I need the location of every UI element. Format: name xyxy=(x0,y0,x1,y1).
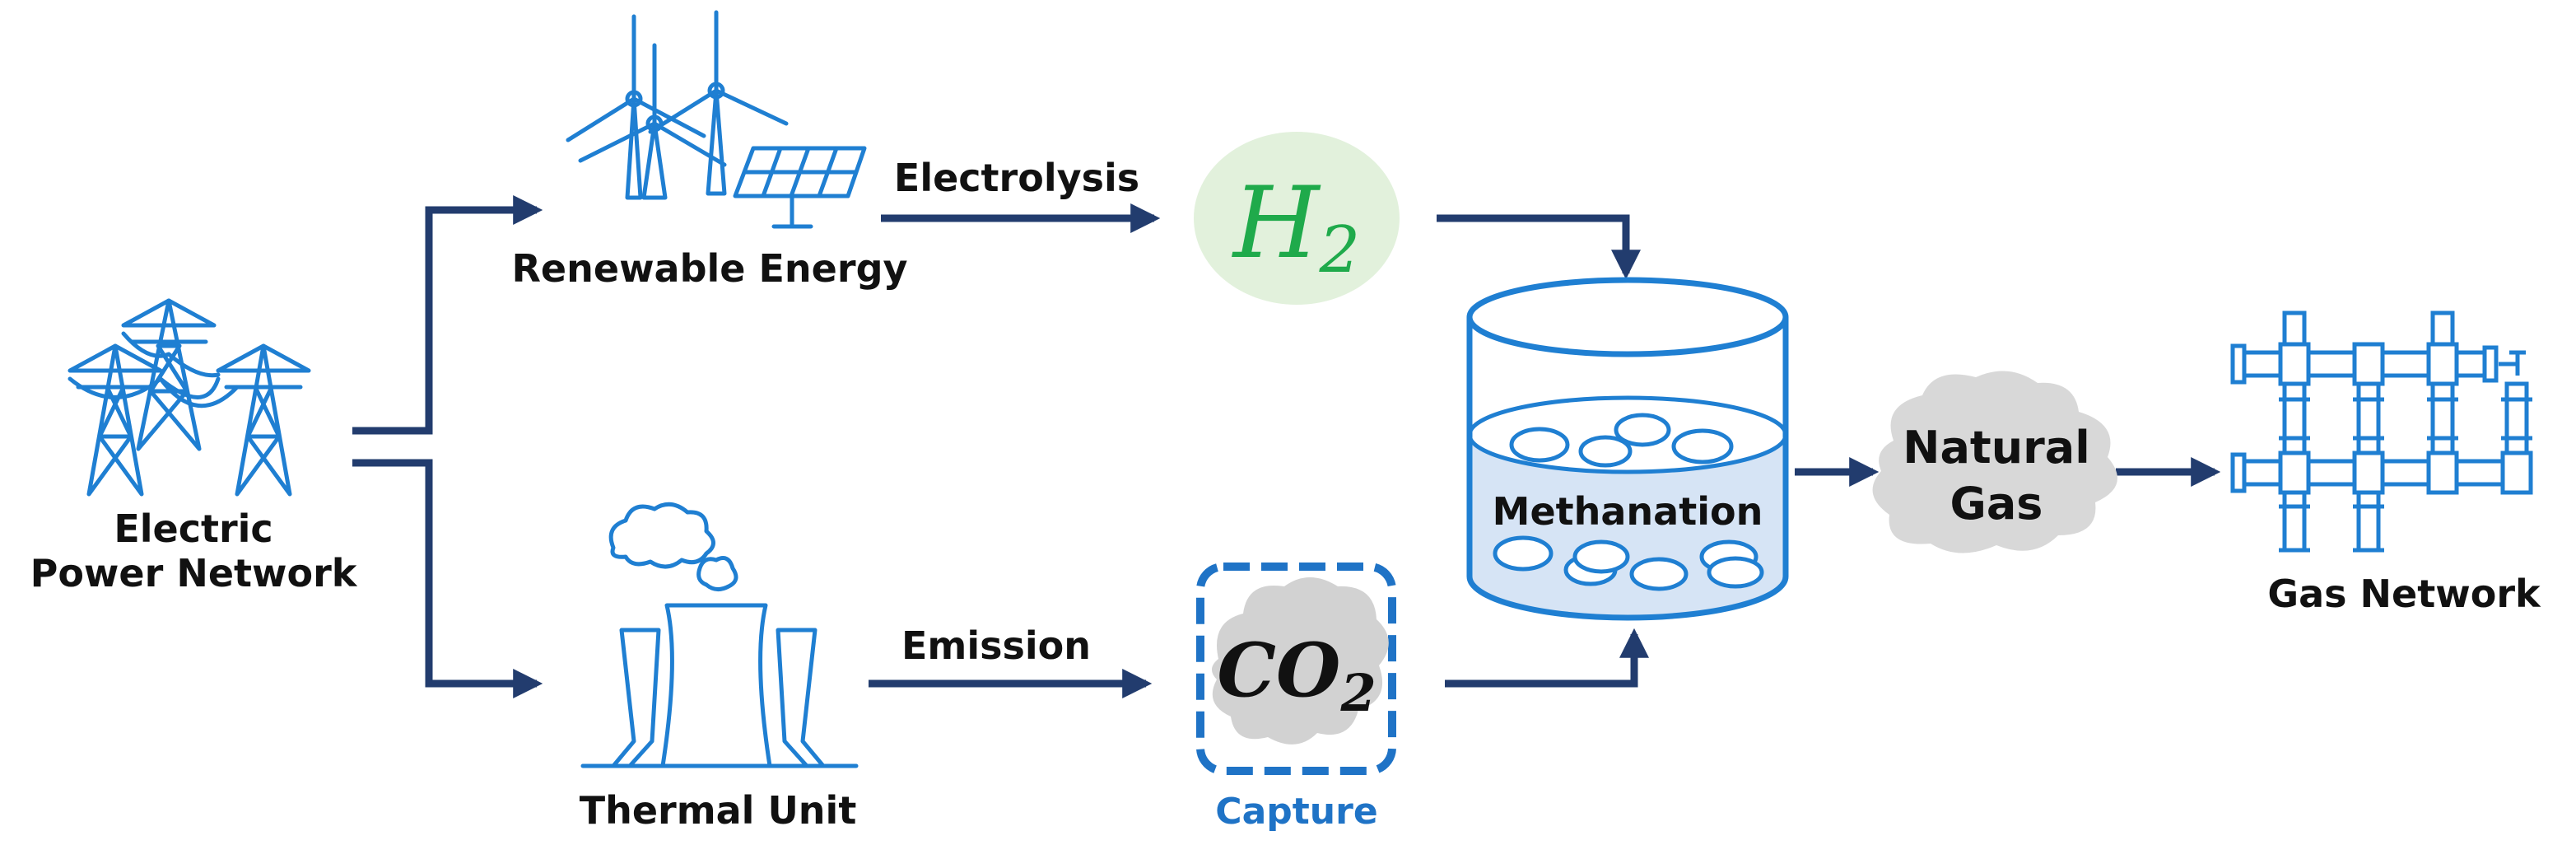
cooling-tower-icon xyxy=(580,502,859,768)
arrow-co2-to-methanation xyxy=(1445,628,1649,688)
natural-gas-label-line2: Gas xyxy=(1950,478,2043,530)
arrow-to-thermal xyxy=(352,459,543,698)
transmission-tower-icon xyxy=(68,298,311,497)
h2-bubble xyxy=(1194,132,1400,305)
electrolysis-label: Electrolysis xyxy=(894,156,1139,200)
methanation-label: Methanation xyxy=(1493,489,1763,534)
arrow-h2-to-methanation xyxy=(1437,214,1641,280)
arrow-to-renewable xyxy=(352,195,543,435)
electric-label-line2: Power Network xyxy=(30,551,358,595)
reactor-tank-icon xyxy=(1466,277,1789,621)
thermal-label: Thermal Unit xyxy=(580,788,857,833)
gas-network-label: Gas Network xyxy=(2267,572,2541,616)
natural-gas-cloud xyxy=(1872,371,2117,553)
wind-solar-icon xyxy=(566,10,867,229)
h2-formula: H2 xyxy=(1232,166,1360,287)
electric-label-line1: Electric xyxy=(114,507,273,551)
renewable-label: Renewable Energy xyxy=(512,246,908,291)
gas-network-icon xyxy=(2230,310,2533,553)
co2-formula: CO2 xyxy=(1217,627,1376,723)
capture-label: Capture xyxy=(1215,791,1377,833)
flow-arrows xyxy=(352,195,2221,698)
emission-label: Emission xyxy=(901,623,1091,668)
co2-cloud xyxy=(1211,577,1389,745)
natural-gas-label-line1: Natural xyxy=(1903,422,2089,474)
